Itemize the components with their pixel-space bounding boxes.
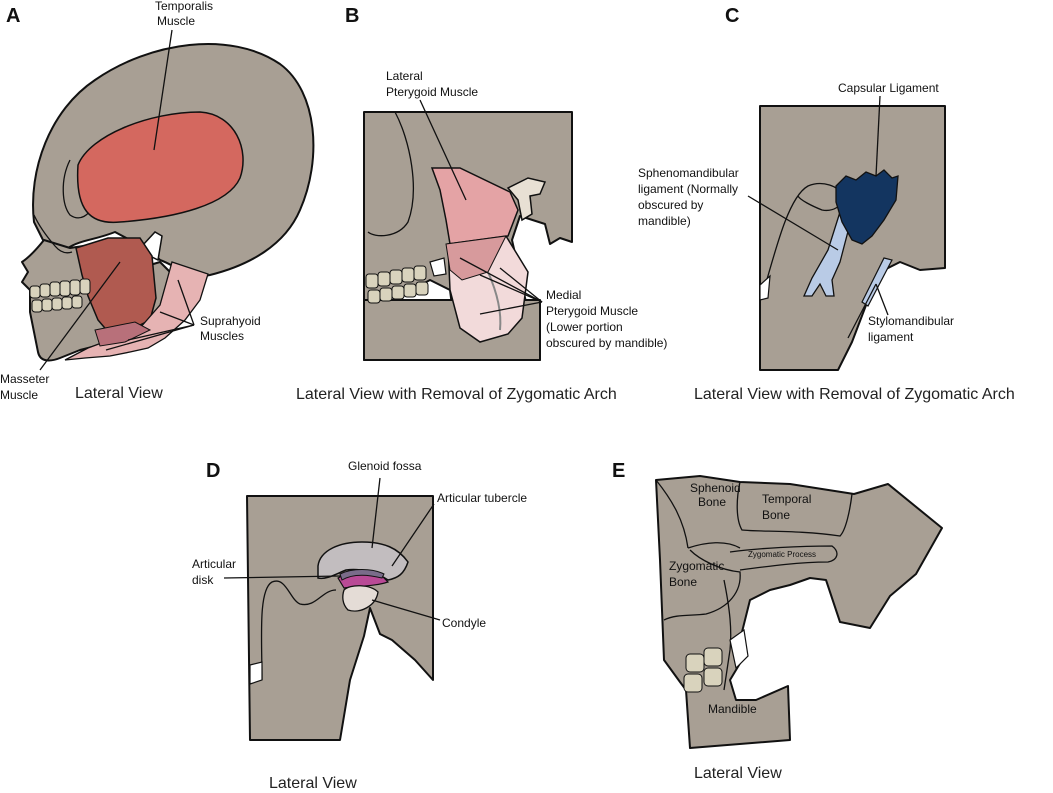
disk-top xyxy=(339,569,385,581)
medial-pterygoid-fiber xyxy=(487,271,502,331)
stylomandibular-label-1: Stylomandibular xyxy=(868,314,954,328)
temporalis-leader xyxy=(153,29,173,151)
gap-c xyxy=(759,274,771,301)
zygomatic-process-label: Zygomatic Process xyxy=(748,550,816,559)
masseter-label-1: Masseter xyxy=(0,372,49,386)
temporalis-muscle xyxy=(76,111,244,224)
glenoid-label: Glenoid fossa xyxy=(348,459,422,473)
zygomatic-label-2: Bone xyxy=(669,575,697,589)
panel-a: A xyxy=(0,0,315,402)
stylomandibular-line xyxy=(847,283,877,339)
glenoid-leader xyxy=(371,477,381,549)
condyle-d xyxy=(342,585,379,612)
suprahyoid-leader-2 xyxy=(159,311,195,326)
panel-d: D Glenoid fossa Articular tubercle Artic… xyxy=(192,459,527,792)
panel-d-caption: Lateral View xyxy=(269,775,357,792)
panel-c: C Capsular Ligament Sphenomandibular lig… xyxy=(638,5,1015,403)
teeth-a xyxy=(29,278,91,313)
gap-b xyxy=(429,257,447,277)
disk-label-1: Articular xyxy=(192,557,236,571)
sphenomandibular-label-4: mandible) xyxy=(638,214,691,228)
suprahyoid-leader-1 xyxy=(177,279,195,326)
lateral-pterygoid-leader xyxy=(419,99,467,201)
temporal-label-1: Temporal xyxy=(762,492,811,506)
sphenomandibular-label-2: ligament (Normally xyxy=(638,182,738,196)
capsular-label: Capsular Ligament xyxy=(838,81,939,95)
panel-a-caption: Lateral View xyxy=(75,385,163,402)
panel-c-letter: C xyxy=(725,5,739,27)
suprahyoid-leader-4 xyxy=(105,324,195,351)
panel-b: B Lateral Pteryg xyxy=(296,5,667,403)
skull-section-d xyxy=(246,495,434,741)
stylomandibular-ligament xyxy=(861,257,893,307)
mandible-outline-b xyxy=(367,111,414,237)
medial-pterygoid-leader-4 xyxy=(479,301,543,315)
zygomatic-label-1: Zygomatic xyxy=(669,559,724,573)
sphenomandibular-ligament xyxy=(802,211,853,297)
disk-label-2: disk xyxy=(192,573,214,587)
mandible-e xyxy=(723,579,732,691)
medial-pterygoid-label-3: (Lower portion xyxy=(546,320,623,334)
condyle-label: Condyle xyxy=(442,616,486,630)
gap-d xyxy=(249,661,263,685)
panel-e: E Sphenoid Bone Temporal Bone Zygomatic … xyxy=(612,460,943,782)
temporal-label-2: Bone xyxy=(762,508,790,522)
medial-pterygoid-label-4: obscured by mandible) xyxy=(546,336,667,350)
lateral-pterygoid-label-1: Lateral xyxy=(386,69,423,83)
panel-e-caption: Lateral View xyxy=(694,765,782,782)
panel-b-letter: B xyxy=(345,5,359,27)
temporalis-label-2: Muscle xyxy=(157,14,195,28)
teeth-b xyxy=(365,265,429,304)
tubercle-leader xyxy=(391,503,435,567)
sphenoid-label-1: Sphenoid xyxy=(690,481,741,495)
condyle-b xyxy=(506,177,547,222)
panel-b-caption: Lateral View with Removal of Zygomatic A… xyxy=(296,386,617,403)
stylomandibular-leader xyxy=(875,283,889,316)
glenoid-fossa xyxy=(317,541,409,581)
masseter-leader xyxy=(39,261,121,371)
suprahyoid-dark xyxy=(94,321,152,347)
sphenoid-label-2: Bone xyxy=(698,495,726,509)
zygomatic-process xyxy=(729,545,838,571)
temporal-boundary xyxy=(736,481,853,537)
sphenoid-boundary xyxy=(655,479,689,549)
medial-pterygoid-leader-2 xyxy=(479,274,543,303)
skull-section-e xyxy=(655,475,943,749)
panel-d-letter: D xyxy=(206,460,220,482)
medial-pterygoid-leader-3 xyxy=(499,267,543,303)
sphenomandibular-label-3: obscured by xyxy=(638,198,703,212)
stylomandibular-label-2: ligament xyxy=(868,330,914,344)
sphenomandibular-label-1: Sphenomandibular xyxy=(638,166,739,180)
mandible-outline-d xyxy=(260,580,337,681)
medial-pterygoid-label-1: Medial xyxy=(546,288,581,302)
medial-pterygoid-label-2: Pterygoid Muscle xyxy=(546,304,638,318)
suprahyoid-label-2: Muscles xyxy=(200,329,244,343)
gap-e xyxy=(729,628,749,670)
mandible-label: Mandible xyxy=(708,702,757,716)
teeth-e xyxy=(683,647,723,693)
suprahyoid-label-1: Suprahyoid xyxy=(200,314,261,328)
masseter-label-2: Muscle xyxy=(0,388,38,402)
temporalis-label-1: Temporalis xyxy=(155,0,213,13)
lateral-pterygoid-label-2: Pterygoid Muscle xyxy=(386,85,478,99)
sphenomandibular-leader xyxy=(747,195,839,251)
condyle-leader xyxy=(371,599,441,621)
panel-c-caption: Lateral View with Removal of Zygomatic A… xyxy=(694,386,1015,403)
capsular-ligament xyxy=(835,169,899,245)
zygomatic-left xyxy=(663,549,741,621)
disk-leader xyxy=(223,575,341,579)
medial-pterygoid-leader-1 xyxy=(459,257,543,303)
nasal-aperture xyxy=(33,214,73,254)
tubercle-label: Articular tubercle xyxy=(437,491,527,505)
sphenoid-lower xyxy=(687,542,741,549)
medial-pterygoid-dark xyxy=(445,235,507,281)
panel-a-letter: A xyxy=(6,5,20,27)
panel-e-letter: E xyxy=(612,460,625,482)
capsular-leader xyxy=(875,95,881,177)
